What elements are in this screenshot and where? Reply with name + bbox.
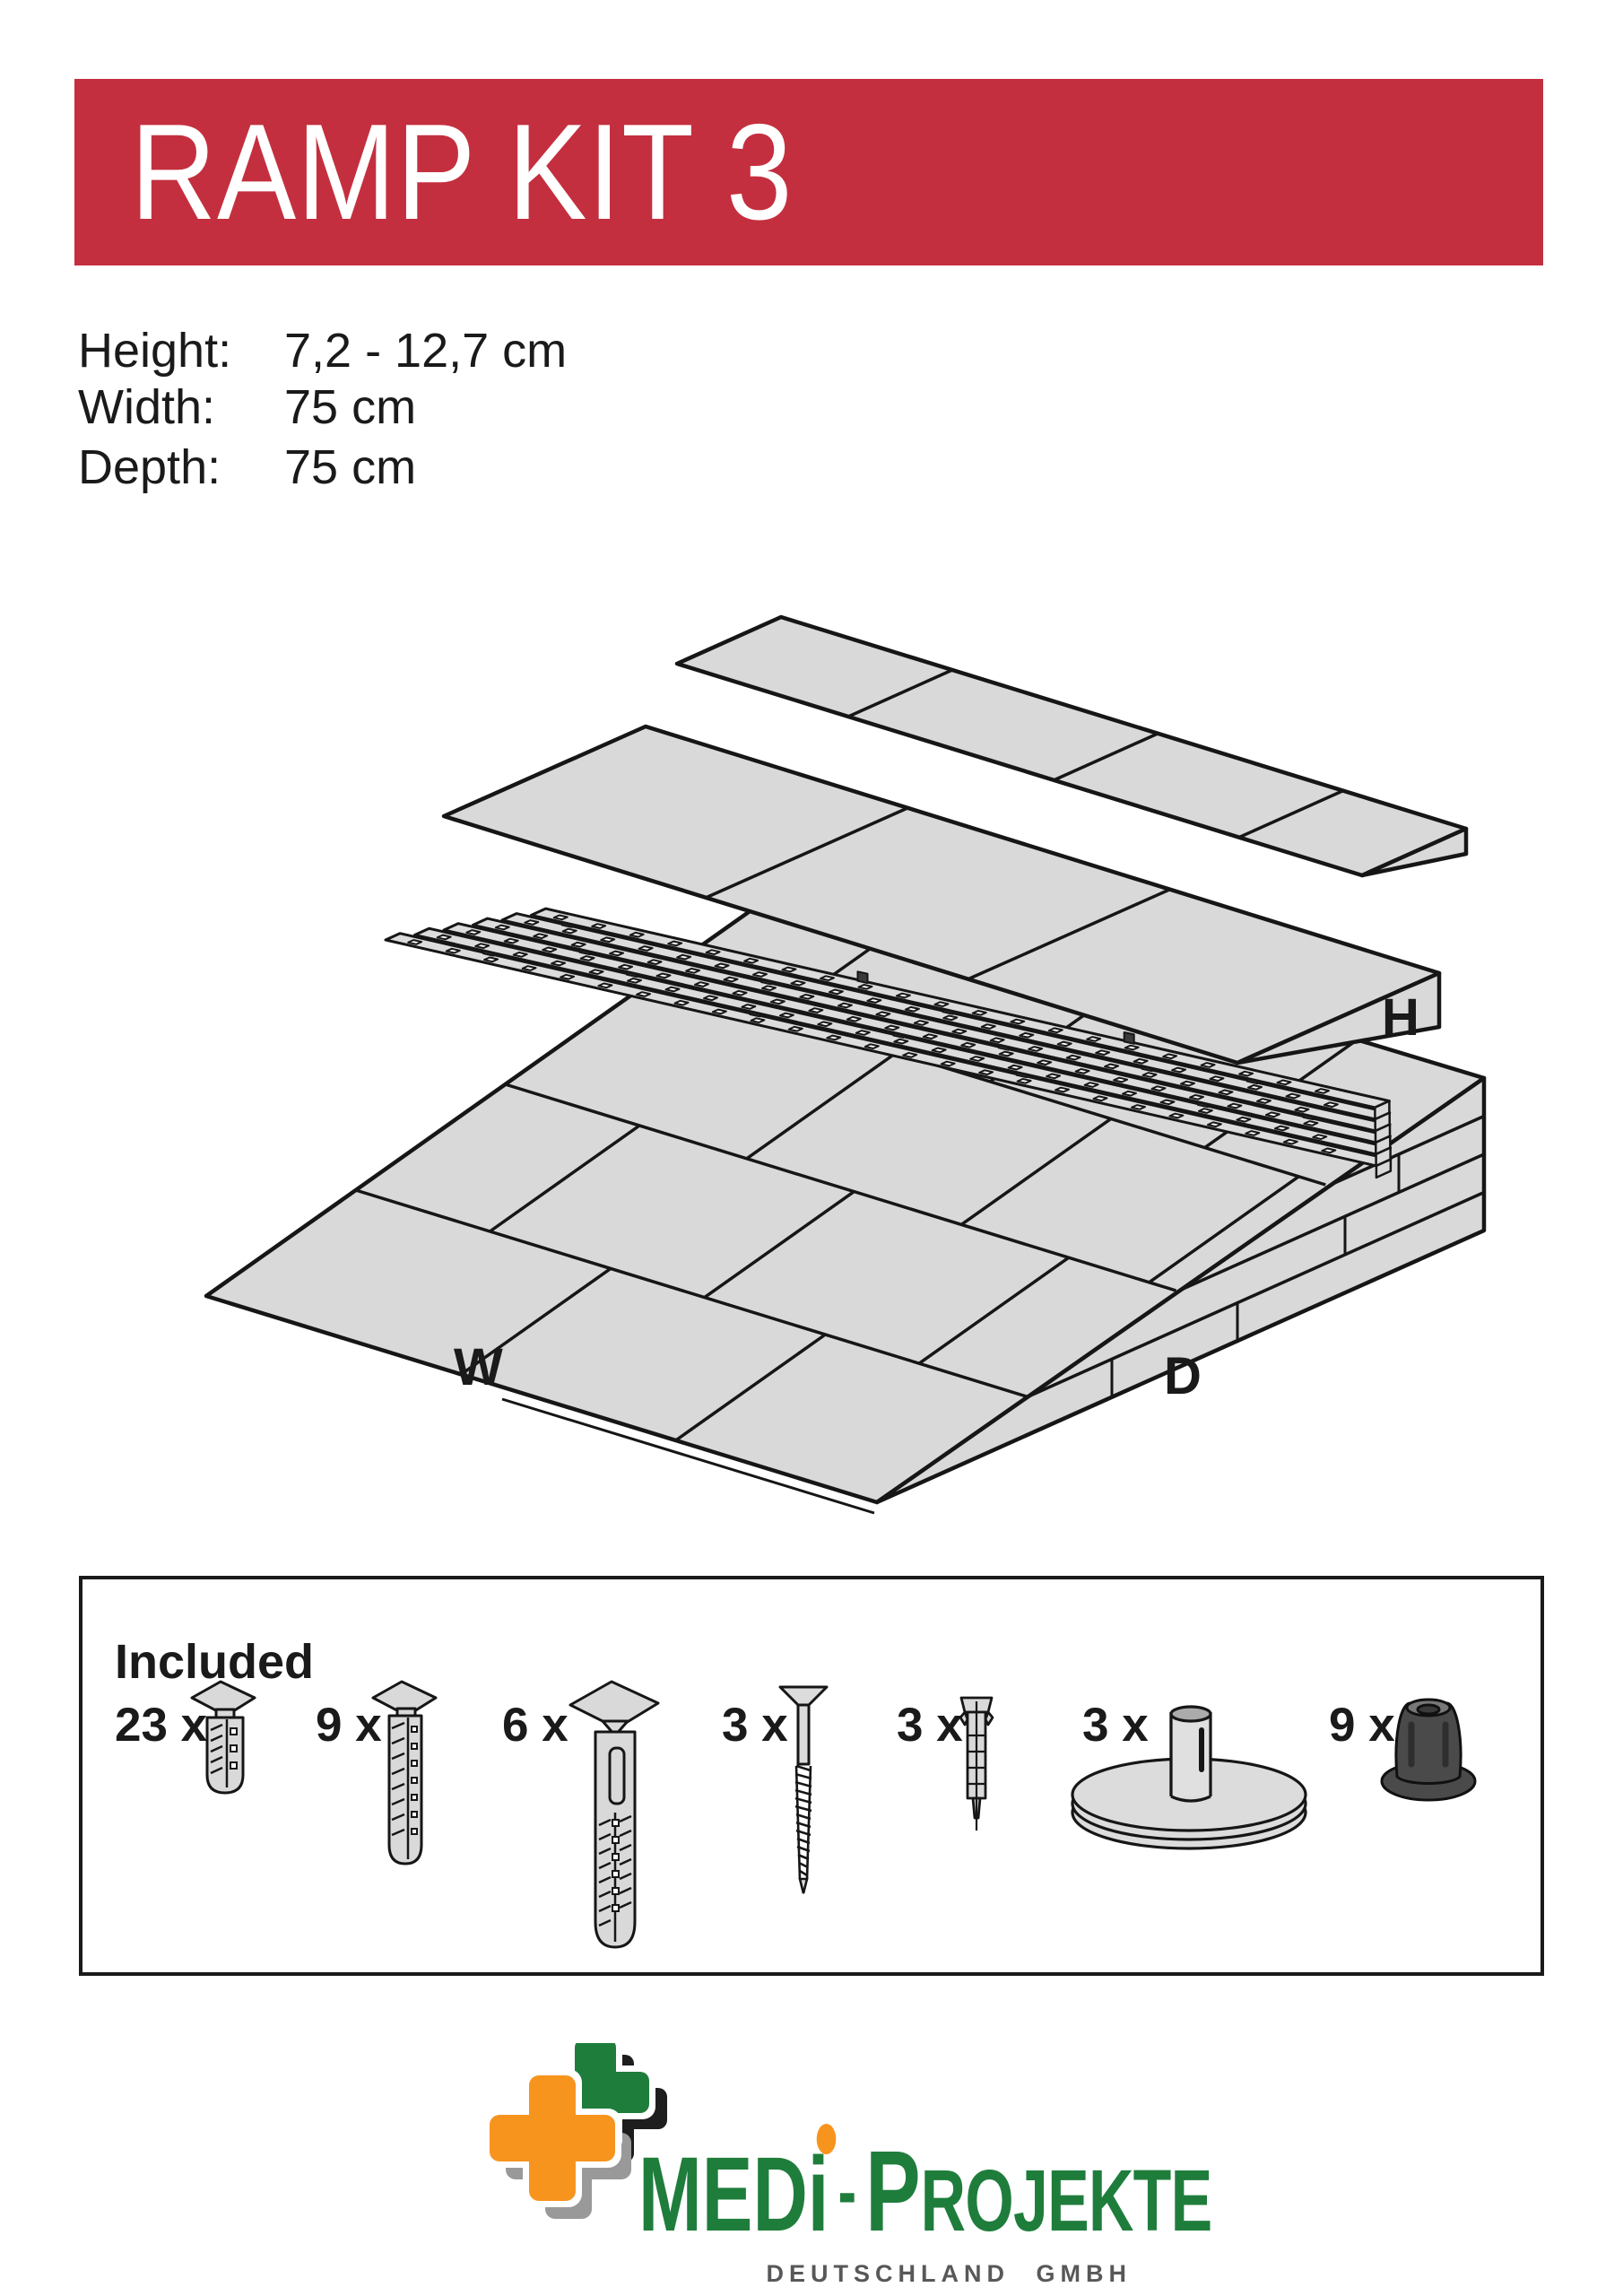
part-count: 3 x — [722, 1699, 788, 1752]
ramp-exploded-diagram — [204, 614, 1487, 1515]
depth-dimension-label: D — [1164, 1347, 1202, 1405]
spec-value: 7,2 - 12,7 cm — [284, 324, 568, 378]
spec-label: Width: — [78, 380, 216, 434]
brand-projekte-initial: P — [865, 2127, 921, 2256]
height-dimension-label: H — [1382, 988, 1419, 1047]
cap-plug-icon — [1380, 1698, 1477, 1802]
orange-i-dot-icon — [816, 2124, 837, 2154]
wall-plug-icon — [959, 1696, 994, 1831]
included-parts-box: Included 23 x 9 x 6 x 3 x 3 x 3 x 9 x — [79, 1576, 1544, 1976]
small-connector-pin-icon — [190, 1680, 256, 1795]
title-banner: RAMP KIT 3 — [74, 79, 1543, 265]
part-count: 9 x — [1329, 1699, 1395, 1752]
page-title: RAMP KIT 3 — [130, 96, 794, 248]
large-connector-pin-icon — [568, 1680, 660, 1949]
wedge-plank-layer — [441, 724, 1442, 1065]
part-count: 6 x — [502, 1699, 568, 1752]
spec-value: 75 cm — [284, 440, 417, 494]
part-count: 9 x — [316, 1699, 382, 1752]
spec-value: 75 cm — [284, 380, 417, 434]
base-disc-icon — [1071, 1705, 1307, 1850]
included-title: Included — [115, 1634, 315, 1689]
floor-screw-icon — [778, 1685, 829, 1894]
width-dimension-label: W — [454, 1338, 503, 1396]
company-logo: MEDi-PROJEKTE DEUTSCHLAND GMBH — [484, 2043, 1212, 2296]
brand-dash: - — [838, 2149, 857, 2235]
brand-projekte-rest: ROJEKTE — [920, 2152, 1213, 2249]
connector-strip-layer — [384, 907, 1393, 1179]
top-plank-layer — [674, 614, 1469, 878]
medium-connector-pin-icon — [371, 1680, 438, 1866]
medical-crosses-icon — [484, 2043, 667, 2219]
brand-subtitle: DEUTSCHLAND GMBH — [766, 2260, 1132, 2287]
brand-medi-text: MEDi — [638, 2135, 829, 2254]
spec-label: Height: — [78, 324, 232, 378]
side-layer-seams — [1028, 1114, 1485, 1398]
spec-label: Depth: — [78, 440, 221, 494]
brand-wordmark: MEDi-PROJEKTE — [638, 2124, 1213, 2249]
part-count: 3 x — [1082, 1699, 1149, 1752]
part-count: 3 x — [897, 1699, 963, 1752]
front-edge-sliver — [501, 1397, 875, 1515]
part-count: 23 x — [115, 1699, 208, 1752]
